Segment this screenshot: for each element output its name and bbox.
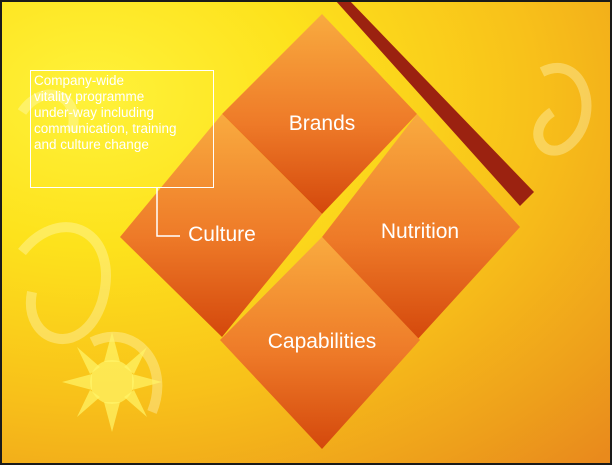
callout-line: communication, training (34, 121, 177, 136)
diamond-brands (222, 14, 417, 214)
label-brands: Brands (288, 112, 356, 135)
callout-line: and culture change (34, 137, 149, 152)
label-nutrition: Nutrition (380, 220, 460, 243)
label-culture: Culture (188, 223, 256, 246)
background-pattern (17, 63, 592, 414)
callout-line: under-way including (34, 105, 155, 120)
diamond-culture (120, 114, 322, 337)
callout-line: Company-wide (34, 73, 125, 88)
diamond-nutrition (322, 114, 520, 340)
label-capabilities: Capabilities (267, 330, 377, 353)
diamond-capabilities (220, 237, 420, 449)
sun-decoration (62, 332, 162, 432)
callout-connector (156, 188, 180, 237)
stripe-decoration (336, 2, 534, 206)
callout-box: Company-wide vitality programme under-wa… (30, 70, 214, 188)
callout-line: vitality programme (34, 89, 145, 104)
